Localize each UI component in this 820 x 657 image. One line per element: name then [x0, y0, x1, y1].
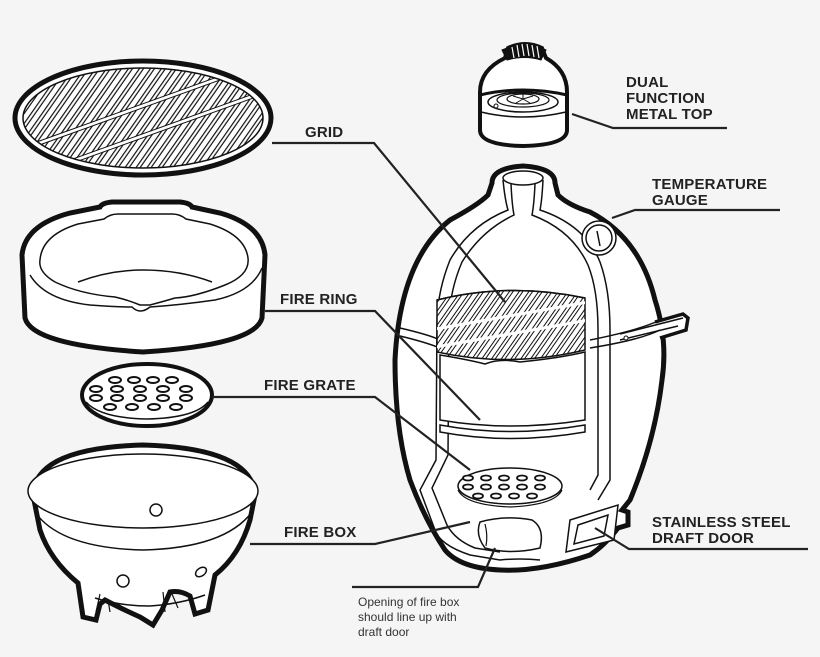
label-stainless-steel-draft-door: STAINLESS STEEL DRAFT DOOR: [652, 515, 791, 547]
label-fire-ring-text: FIRE RING: [280, 291, 358, 308]
grid-part: [12, 58, 274, 178]
label-grid: GRID: [305, 125, 343, 141]
note-line2: should line up with: [358, 610, 457, 624]
leader-lines: [212, 112, 808, 589]
grill-body: [392, 163, 690, 573]
label-gauge-line1: TEMPERATURE: [652, 176, 768, 193]
label-metal-top-line1: DUAL: [626, 74, 669, 91]
label-gauge-line2: GAUGE: [652, 192, 709, 209]
label-fire-grate-text: FIRE GRATE: [264, 377, 356, 394]
label-fire-grate: FIRE GRATE: [264, 378, 356, 394]
label-fire-box: FIRE BOX: [284, 525, 356, 541]
metal-top-part: [478, 42, 569, 149]
label-draft-door-line1: STAINLESS STEEL: [652, 514, 791, 531]
fire-grate-part: [80, 362, 214, 428]
temperature-gauge-part: [581, 220, 617, 256]
label-fire-ring: FIRE RING: [280, 292, 358, 308]
label-grid-text: GRID: [305, 124, 344, 141]
label-temperature-gauge: TEMPERATURE GAUGE: [652, 177, 767, 209]
label-fire-box-text: FIRE BOX: [284, 524, 357, 541]
fire-ring-part: [19, 199, 268, 355]
note-line1: Opening of fire box: [358, 595, 460, 609]
label-metal-top-line3: METAL TOP: [626, 106, 713, 123]
fire-box-part: [27, 442, 259, 629]
label-draft-door-line2: DRAFT DOOR: [652, 530, 754, 547]
note-line3: draft door: [358, 625, 410, 639]
label-dual-function-metal-top: DUAL FUNCTION METAL TOP: [626, 75, 713, 123]
label-metal-top-line2: FUNCTION: [626, 90, 706, 107]
note-fire-box-opening: Opening of fire box should line up with …: [358, 595, 459, 640]
